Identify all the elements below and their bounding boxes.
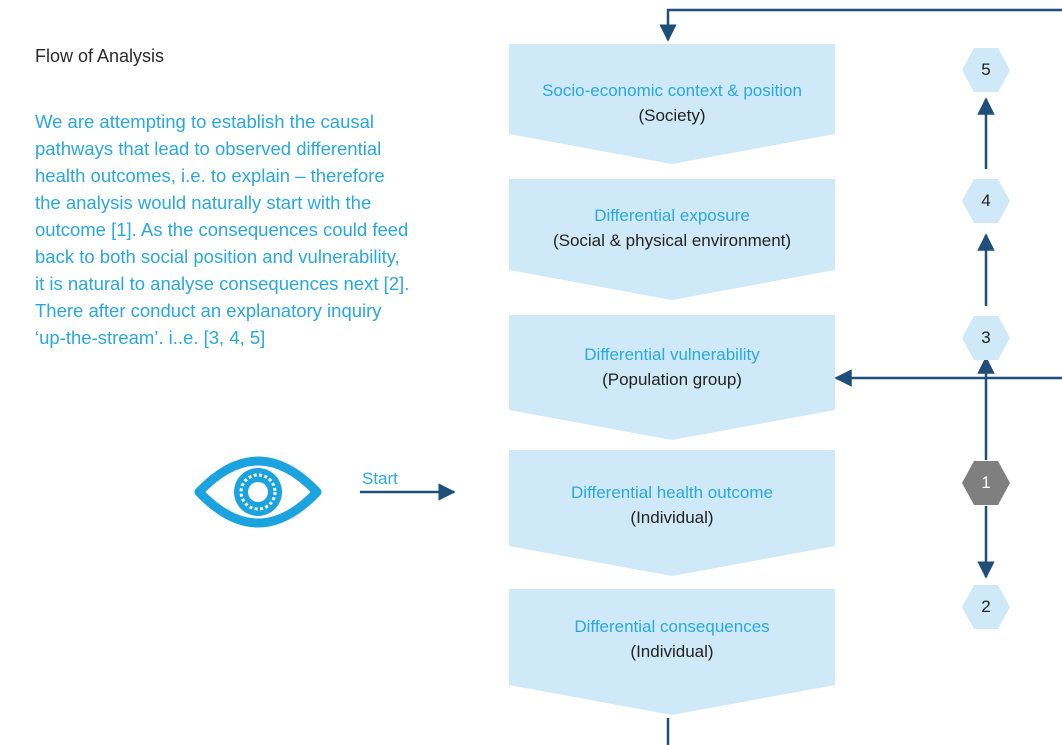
stage-2-label: Differential exposure (Social & physical…	[509, 203, 835, 253]
stage-3-title: Differential vulnerability	[584, 345, 760, 364]
stage-2-title: Differential exposure	[594, 206, 750, 225]
stage-chevron-5	[509, 589, 835, 715]
stage-2-subtitle: (Social & physical environment)	[552, 231, 792, 250]
step-3-hexagon: 3	[962, 316, 1010, 360]
start-label: Start	[362, 469, 398, 488]
stage-5-title: Differential consequences	[574, 617, 770, 636]
stage-chevron-1	[509, 44, 835, 164]
intro-paragraph: We are attempting to establish the causa…	[35, 111, 410, 348]
stage-1-subtitle: (Society)	[638, 106, 706, 125]
stage-chevron-4	[509, 450, 835, 576]
stage-3-label: Differential vulnerability (Population g…	[509, 342, 835, 392]
feedback-arrow-top	[659, 8, 1062, 42]
stage-5-label: Differential consequences (Individual)	[509, 614, 835, 664]
stage-5-subtitle: (Individual)	[630, 642, 714, 661]
step-1-hexagon: 1	[962, 461, 1010, 505]
stage-chevron-2	[509, 179, 835, 300]
stage-4-label: Differential health outcome (Individual)	[509, 480, 835, 530]
stage-chevron-3	[509, 315, 835, 440]
eye-icon	[194, 456, 322, 528]
diagram-heading: Flow of Analysis	[35, 46, 165, 66]
stage-1-label: Socio-economic context & position (Socie…	[509, 78, 835, 128]
stage-3-subtitle: (Population group)	[602, 370, 742, 389]
stage-4-title: Differential health outcome	[571, 483, 773, 502]
stage-1-title: Socio-economic context & position	[542, 81, 802, 100]
stage-4-subtitle: (Individual)	[630, 508, 714, 527]
